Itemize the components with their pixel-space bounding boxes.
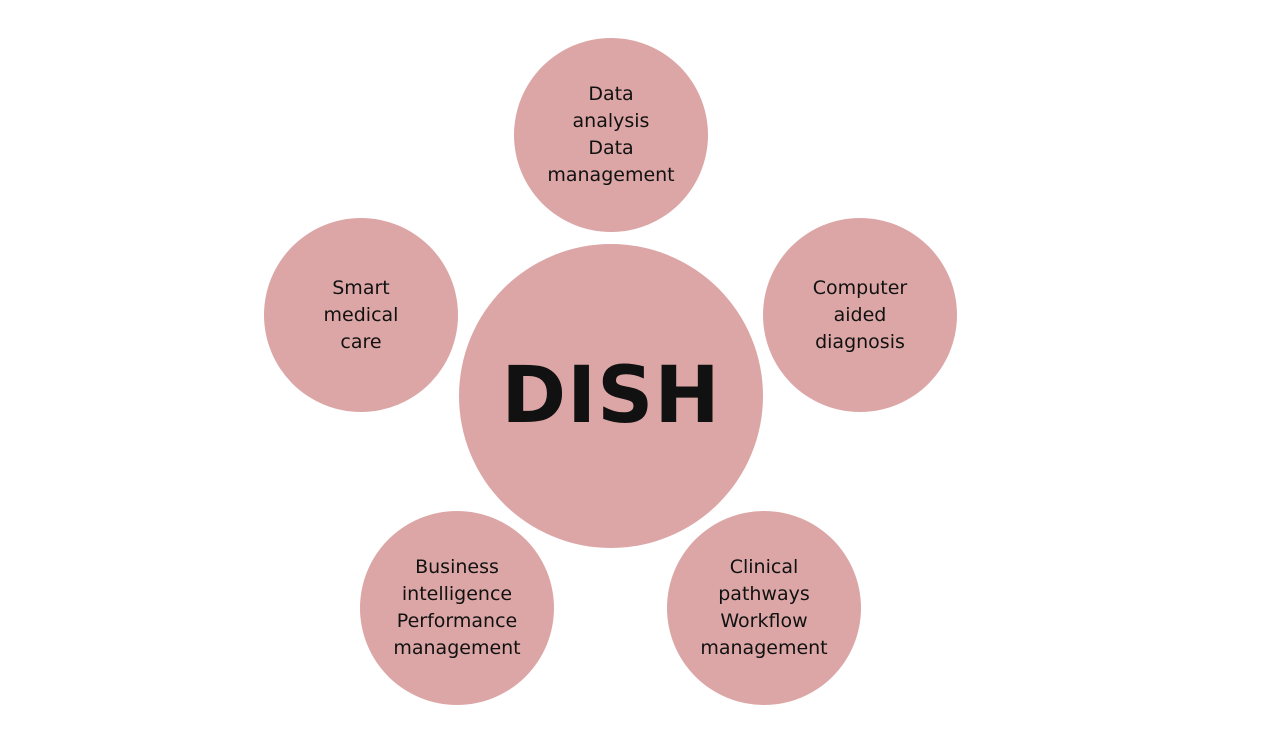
node-smart-medical-care: Smart medical care <box>264 218 458 412</box>
node-computer-aided-diagnosis: Computer aided diagnosis <box>763 218 957 412</box>
node-business-intelligence: Business intelligence Performance manage… <box>360 511 554 705</box>
node-label: Data analysis Data management <box>547 83 675 186</box>
node-data-analysis: Data analysis Data management <box>514 38 708 232</box>
node-label: Smart medical care <box>323 276 399 353</box>
node-label: Clinical pathways Workflow management <box>700 556 828 659</box>
node-clinical-pathways: Clinical pathways Workflow management <box>667 511 861 705</box>
center-node-dish: DISH <box>459 244 763 548</box>
node-label: Business intelligence Performance manage… <box>393 556 521 659</box>
center-label: DISH <box>501 351 721 441</box>
node-label: Computer aided diagnosis <box>812 276 908 353</box>
